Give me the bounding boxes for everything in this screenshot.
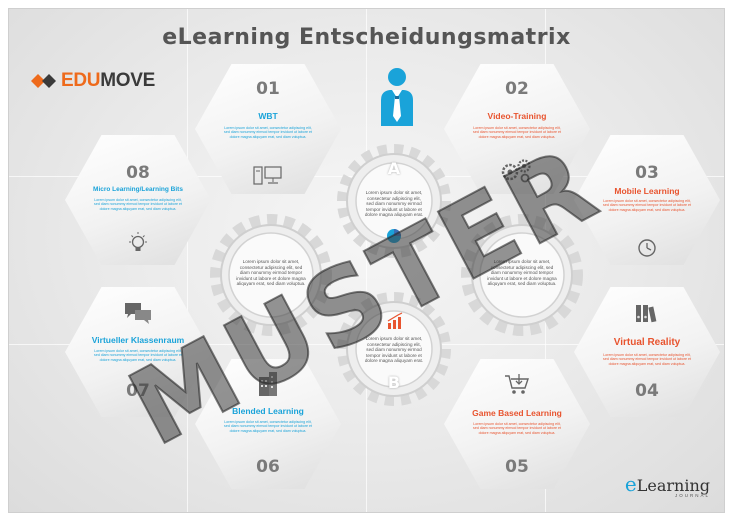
hex-number: 05	[505, 457, 529, 477]
hex-number: 02	[505, 79, 529, 99]
fold-line	[366, 9, 367, 512]
hex-02-video-training: 02 Video-Training Lorem ipsum dolor sit …	[444, 64, 590, 194]
hex-title: WBT	[258, 111, 278, 121]
hex-text: Lorem ipsum dolor sit amet, consectetur …	[473, 422, 561, 435]
cart-icon	[505, 374, 529, 394]
brand-e: e	[624, 472, 637, 496]
computer-icon	[253, 166, 282, 185]
hex-08-micro-learning: 08 Micro Learning/Learning Bits Lorem ip…	[65, 135, 211, 265]
hex-title: Virtueller Klassenraum	[91, 335, 185, 345]
hex-title: Video-Training	[487, 111, 547, 121]
gear-left	[210, 214, 332, 336]
hex-text: Lorem ipsum dolor sit amet, consectetur …	[224, 420, 312, 433]
hex-text: Lorem ipsum dolor sit amet, consectetur …	[603, 353, 691, 366]
gear-b	[337, 292, 451, 406]
edumove-logo: EDUMOVE	[31, 69, 155, 93]
logo-diamonds-icon	[31, 74, 56, 88]
gear-b-letter: B	[387, 373, 401, 392]
hex-title: Micro Learning/Learning Bits	[93, 186, 183, 193]
binders-icon	[636, 305, 657, 323]
gears-icon	[501, 159, 531, 183]
hex-text: Lorem ipsum dolor sit amet, consectetur …	[603, 199, 691, 212]
gear-a-letter: A	[387, 159, 401, 178]
gear-right-text: Lorem ipsum dolor sit amet, consectetur …	[487, 259, 557, 287]
lightbulb-icon	[129, 232, 147, 251]
logo-move: MOVE	[100, 70, 155, 91]
fold-line	[187, 9, 188, 512]
hex-title: Virtual Reality	[613, 337, 681, 348]
poster: eLearning Entscheidungsmatrix EDUMOVE 01…	[8, 8, 725, 513]
hex-number: 04	[635, 381, 659, 401]
hex-number: 08	[126, 163, 150, 183]
logo-text: EDUMOVE	[61, 70, 155, 92]
elearning-journal-logo: eLearning JOURNAL	[625, 472, 710, 498]
hex-title: Blended Learning	[232, 406, 304, 416]
speech-bubbles-icon	[125, 303, 151, 324]
hex-03-mobile-learning: 03 Mobile Learning Lorem ipsum dolor sit…	[574, 135, 720, 265]
building-icon	[259, 372, 277, 396]
hex-04-virtual-reality: Virtual Reality Lorem ipsum dolor sit am…	[574, 287, 720, 417]
hex-text: Lorem ipsum dolor sit amet, consectetur …	[473, 126, 561, 139]
hex-number: 03	[635, 163, 659, 183]
brand-main: eLearning	[625, 472, 710, 496]
hex-number: 07	[126, 381, 150, 401]
brand-sub: JOURNAL	[674, 493, 710, 498]
hex-05-game-based-learning: Game Based Learning Lorem ipsum dolor si…	[444, 359, 590, 489]
gear-b-text: Lorem ipsum dolor sit amet, consectetur …	[364, 336, 424, 364]
hex-number: 01	[256, 79, 280, 99]
page-title: eLearning Entscheidungsmatrix	[162, 25, 571, 50]
hex-title: Game Based Learning	[472, 408, 562, 418]
gear-right	[461, 214, 583, 336]
hex-07-virtueller-klassenraum: Virtueller Klassenraum Lorem ipsum dolor…	[65, 287, 211, 417]
clock-icon	[638, 239, 656, 257]
hex-01-wbt: 01 WBT Lorem ipsum dolor sit amet, conse…	[195, 64, 341, 194]
brand-learning: Learning	[636, 476, 710, 495]
gear-a-text: Lorem ipsum dolor sit amet, consectetur …	[364, 190, 424, 218]
businessman-icon	[381, 68, 413, 126]
hex-text: Lorem ipsum dolor sit amet, consectetur …	[94, 349, 182, 362]
gear-left-text: Lorem ipsum dolor sit amet, consectetur …	[236, 259, 306, 287]
bar-chart-icon	[387, 312, 403, 329]
gear-a	[337, 144, 451, 258]
hex-06-blended-learning: Blended Learning Lorem ipsum dolor sit a…	[195, 359, 341, 489]
pie-chart-icon	[387, 229, 401, 243]
hex-text: Lorem ipsum dolor sit amet, consectetur …	[94, 198, 182, 211]
hex-title: Mobile Learning	[614, 186, 680, 196]
hex-number: 06	[256, 457, 280, 477]
hex-text: Lorem ipsum dolor sit amet, consectetur …	[224, 126, 312, 139]
logo-edu: EDU	[61, 70, 101, 91]
